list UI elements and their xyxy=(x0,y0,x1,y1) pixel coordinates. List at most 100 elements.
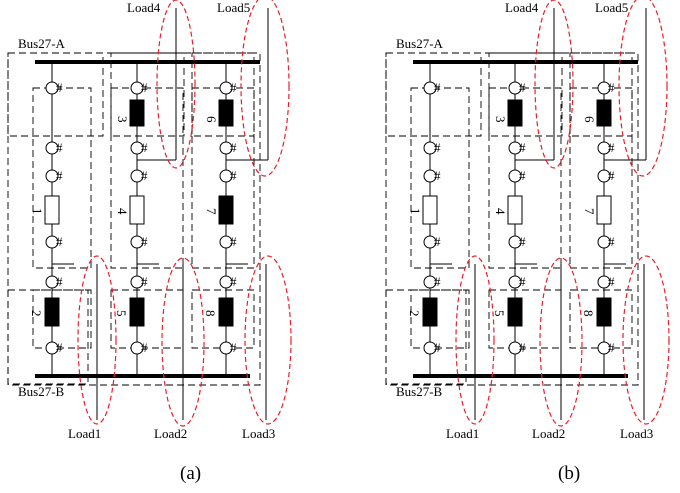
compartment-outline xyxy=(488,52,563,137)
disconnector-switch xyxy=(130,169,144,183)
disconnector-mark: # xyxy=(141,140,148,155)
breaker-8 xyxy=(596,297,612,327)
breaker-8 xyxy=(218,297,234,327)
disconnector-switch xyxy=(130,275,144,289)
load-highlight-ellipse xyxy=(455,255,495,425)
panel-caption: (a) xyxy=(180,463,201,484)
breaker-number-5: 5 xyxy=(114,310,129,317)
disconnector-mark: # xyxy=(519,234,526,249)
disconnector-switch xyxy=(597,169,611,183)
breaker-2 xyxy=(422,297,438,327)
bus-top-label: Bus27-A xyxy=(18,36,66,51)
disconnector-mark: # xyxy=(608,234,615,249)
compartment-outline xyxy=(569,52,633,137)
disconnector-mark: # xyxy=(230,340,237,355)
breaker-3 xyxy=(507,99,523,127)
panel-caption: (b) xyxy=(558,463,580,484)
compartment-outline xyxy=(110,87,184,269)
disconnector-switch xyxy=(508,235,522,249)
compartment-outline xyxy=(569,289,633,349)
disconnector-switch xyxy=(423,141,437,155)
breaker-6 xyxy=(218,99,234,127)
disconnector-switch xyxy=(508,341,522,355)
disconnector-switch xyxy=(597,235,611,249)
disconnector-switch xyxy=(423,341,437,355)
panel-b: Bus27-ABus27-B###1##2##3##4##5##6##7##8#… xyxy=(385,0,670,484)
breaker-4 xyxy=(129,195,145,225)
disconnector-mark: # xyxy=(230,274,237,289)
disconnector-mark: # xyxy=(519,140,526,155)
load-highlight-ellipse xyxy=(77,255,117,425)
disconnector-mark: # xyxy=(434,168,441,183)
breaker-7 xyxy=(218,195,234,225)
breaker-5 xyxy=(129,297,145,327)
compartment-outline xyxy=(110,52,185,137)
disconnector-mark: # xyxy=(56,234,63,249)
breaker-3 xyxy=(129,99,145,127)
load-highlight-ellipse xyxy=(622,255,670,425)
load2-label: Load2 xyxy=(532,426,565,441)
load5-label: Load5 xyxy=(217,0,250,15)
breaker-number-6: 6 xyxy=(204,116,219,123)
disconnector-mark: # xyxy=(141,340,148,355)
breaker-number-7: 7 xyxy=(204,208,219,215)
disconnector-switch xyxy=(508,81,522,95)
disconnector-switch xyxy=(423,169,437,183)
disconnector-mark: # xyxy=(141,80,148,95)
disconnector-switch xyxy=(219,235,233,249)
disconnector-switch xyxy=(45,141,59,155)
disconnector-mark: # xyxy=(434,274,441,289)
compartment-outline xyxy=(410,289,470,349)
breaker-number-7: 7 xyxy=(582,208,597,215)
breaker-number-8: 8 xyxy=(203,310,218,317)
disconnector-mark: # xyxy=(434,234,441,249)
disconnector-switch xyxy=(597,141,611,155)
breaker-number-3: 3 xyxy=(115,116,130,123)
disconnector-mark: # xyxy=(230,80,237,95)
load3-label: Load3 xyxy=(242,426,275,441)
disconnector-switch xyxy=(597,341,611,355)
disconnector-mark: # xyxy=(230,234,237,249)
disconnector-switch xyxy=(130,81,144,95)
disconnector-mark: # xyxy=(608,340,615,355)
load-highlight-ellipse xyxy=(161,257,205,427)
breaker-number-4: 4 xyxy=(493,208,508,215)
disconnector-mark: # xyxy=(230,140,237,155)
bus-top-label: Bus27-A xyxy=(396,36,444,51)
disconnector-mark: # xyxy=(434,80,441,95)
disconnector-mark: # xyxy=(141,234,148,249)
breaker-2 xyxy=(44,297,60,327)
disconnector-mark: # xyxy=(608,140,615,155)
disconnector-switch xyxy=(45,235,59,249)
disconnector-switch xyxy=(130,235,144,249)
disconnector-mark: # xyxy=(519,340,526,355)
load5-label: Load5 xyxy=(595,0,628,15)
breaker-number-2: 2 xyxy=(407,310,422,317)
disconnector-switch xyxy=(508,275,522,289)
breaker-6 xyxy=(596,99,612,127)
disconnector-switch xyxy=(45,275,59,289)
disconnector-mark: # xyxy=(56,140,63,155)
disconnector-mark: # xyxy=(608,274,615,289)
disconnector-switch xyxy=(130,141,144,155)
compartment-outline xyxy=(32,87,92,269)
load4-label: Load4 xyxy=(505,0,539,15)
disconnector-switch xyxy=(597,275,611,289)
load2-label: Load2 xyxy=(154,426,187,441)
breaker-number-6: 6 xyxy=(582,116,597,123)
disconnector-mark: # xyxy=(434,140,441,155)
compartment-outline xyxy=(191,52,255,137)
disconnector-mark: # xyxy=(608,80,615,95)
disconnector-mark: # xyxy=(56,168,63,183)
disconnector-switch xyxy=(45,81,59,95)
disconnector-mark: # xyxy=(56,274,63,289)
breaker-number-2: 2 xyxy=(29,310,44,317)
breaker-number-1: 1 xyxy=(30,208,45,215)
load-highlight-ellipse xyxy=(618,0,668,177)
disconnector-switch xyxy=(423,235,437,249)
bus-bottom-label: Bus27-B xyxy=(18,384,65,399)
disconnector-switch xyxy=(423,275,437,289)
disconnector-mark: # xyxy=(56,340,63,355)
load1-label: Load1 xyxy=(446,426,479,441)
breaker-7 xyxy=(596,195,612,225)
